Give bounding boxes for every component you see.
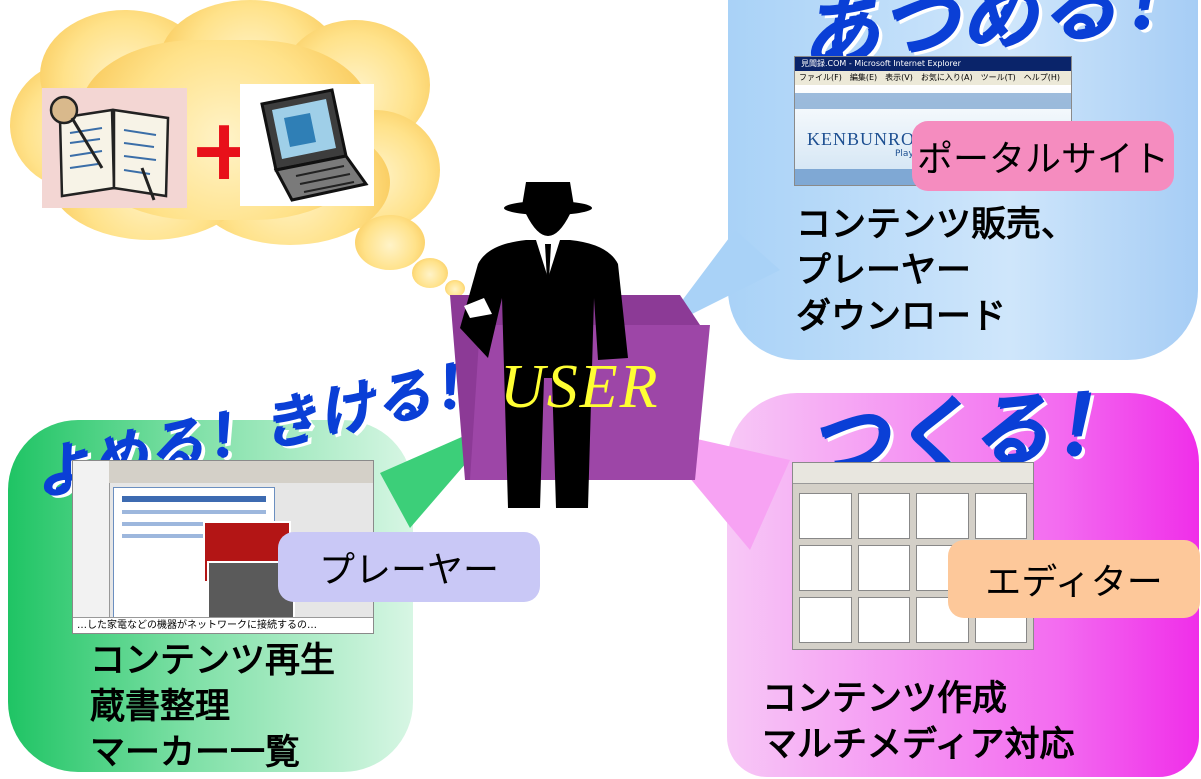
editor-grid [799, 493, 1027, 643]
player-status-text: …した家電などの機器がネットワークに接続するの… [77, 620, 317, 631]
laptop-icon [240, 84, 374, 206]
portal-window-titlebar: 見聞録.COM - Microsoft Internet Explorer [795, 57, 1071, 71]
portal-brand: KENBUNROKU [807, 129, 943, 149]
player-caption: コンテンツ再生 蔵書整理 マーカー一覧 [90, 641, 336, 773]
portal-window-title: 見聞録.COM - Microsoft Internet Explorer [801, 59, 961, 68]
portal-brand-sub: Player [895, 149, 924, 159]
player-status-bar: …した家電などの機器がネットワークに接続するの… [73, 617, 373, 633]
portal-menu-text: ファイル(F) 編集(E) 表示(V) お気に入り(A) ツール(T) ヘルプ(… [799, 73, 1060, 82]
editor-caption: コンテンツ作成 マルチメディア対応 [762, 679, 1075, 765]
editor-label: エディター [948, 540, 1200, 618]
player-label: プレーヤー [278, 532, 540, 602]
portal-window-menu: ファイル(F) 編集(E) 表示(V) お気に入り(A) ツール(T) ヘルプ(… [795, 71, 1071, 85]
portal-site-label: ポータルサイト [912, 121, 1174, 191]
plus-icon: + [188, 100, 261, 200]
player-screenshot: …した家電などの機器がネットワークに接続するの… [72, 460, 374, 634]
portal-caption: コンテンツ販売、 プレーヤー ダウンロード [796, 205, 1077, 337]
player-sidebar [73, 461, 110, 633]
book-icon [42, 88, 187, 208]
businessman-icon [460, 182, 628, 508]
portal-bubble-tail [660, 230, 780, 330]
editor-toolbar [793, 463, 1033, 484]
player-toolbar [109, 461, 373, 483]
user-label: USER [500, 353, 660, 421]
